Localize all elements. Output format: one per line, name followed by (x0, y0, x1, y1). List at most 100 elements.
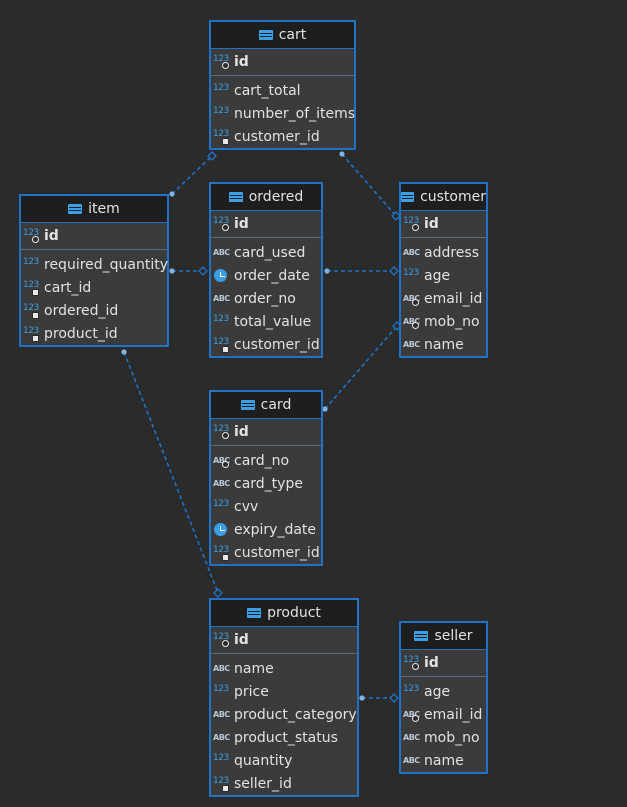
entity-header-customer[interactable]: customer (401, 184, 486, 211)
column-name: order_date (234, 267, 310, 284)
column-name: name (234, 660, 274, 677)
entity-header-ordered[interactable]: ordered (211, 184, 321, 211)
entity-seller[interactable]: seller id age email_id mob_noname (399, 621, 488, 774)
column-name: product_category (234, 706, 357, 723)
column-row[interactable]: required_quantity (21, 253, 169, 276)
column-name: expiry_date (234, 521, 317, 538)
column-name: order_no (234, 290, 296, 307)
column-list: card_nocard_typecvv expiry_date customer_i… (211, 446, 321, 564)
pk-column-row[interactable]: id (211, 419, 321, 446)
pk-column-row[interactable]: id (21, 223, 167, 250)
column-row[interactable]: order_no (211, 287, 321, 310)
column-name: cart_total (234, 82, 301, 99)
entity-title: card (260, 397, 292, 413)
column-row[interactable]: cart_total (211, 79, 354, 102)
numeric-type-icon (213, 753, 233, 769)
column-name: ordered_id (44, 302, 119, 319)
column-name: age (424, 683, 451, 700)
entity-customer[interactable]: customer id address age email_idmob_noname (399, 182, 488, 358)
relationship-end-diamond (389, 266, 399, 276)
pk-column-row[interactable]: id (401, 211, 486, 238)
entity-title: cart (278, 27, 307, 43)
unique-key-icon (403, 314, 423, 330)
column-row[interactable]: order_date (211, 264, 321, 287)
table-icon (401, 192, 415, 202)
column-name: mob_no (424, 729, 480, 746)
entity-title: ordered (248, 189, 304, 205)
entity-title: item (88, 201, 120, 217)
column-row[interactable]: customer_id (211, 125, 354, 148)
column-row[interactable]: email_id (401, 703, 486, 726)
column-row[interactable]: price (211, 680, 357, 703)
column-name: age (424, 267, 451, 284)
column-row[interactable]: seller_id (211, 772, 357, 795)
table-icon (228, 192, 243, 202)
column-name: required_quantity (44, 256, 169, 273)
entity-header-item[interactable]: item (21, 196, 167, 223)
entity-title: product (267, 605, 321, 621)
column-name: number_of_items (234, 105, 356, 122)
foreign-key-icon (213, 545, 233, 561)
numeric-type-icon (213, 684, 233, 700)
pk-column-row[interactable]: id (401, 650, 486, 677)
table-icon (247, 608, 262, 618)
column-row[interactable]: name (401, 749, 486, 772)
entity-product[interactable]: product id name price product_categoryprod… (209, 598, 359, 797)
relationship-line[interactable] (171, 155, 213, 195)
column-row[interactable]: age (401, 264, 486, 287)
foreign-key-icon (23, 303, 43, 319)
column-row[interactable]: product_id (21, 322, 167, 345)
text-type-icon (213, 245, 233, 261)
pk-column-row[interactable]: id (211, 211, 321, 238)
column-name: email_id (424, 706, 483, 723)
column-row[interactable]: cvv (211, 495, 321, 518)
column-row[interactable]: customer_id (211, 333, 321, 356)
column-row[interactable]: email_id (401, 287, 486, 310)
primary-key-icon (213, 632, 233, 648)
column-row[interactable]: product_category (211, 703, 357, 726)
entity-header-seller[interactable]: seller (401, 623, 486, 650)
entity-header-card[interactable]: card (211, 392, 321, 419)
column-row[interactable]: cart_id (21, 276, 167, 299)
text-type-icon (403, 753, 423, 769)
column-name: product_status (234, 729, 338, 746)
column-row[interactable]: total_value (211, 310, 321, 333)
pk-column-row[interactable]: id (211, 49, 354, 76)
pk-column-row[interactable]: id (211, 627, 357, 654)
column-row[interactable]: card_used (211, 241, 321, 264)
column-row[interactable]: address (401, 241, 486, 264)
column-name: price (234, 683, 269, 700)
entity-cart[interactable]: cart id cart_total number_of_itemscustome… (209, 20, 356, 150)
relationship-line[interactable] (123, 351, 219, 594)
column-name: name (424, 336, 464, 353)
column-row[interactable]: name (211, 657, 357, 680)
table-icon (414, 631, 429, 641)
column-row[interactable]: customer_id (211, 541, 321, 564)
foreign-key-icon (23, 280, 43, 296)
entity-ordered[interactable]: ordered id card_used order_date order_noto… (209, 182, 323, 358)
column-row[interactable]: card_no (211, 449, 321, 472)
pk-column-name: id (234, 216, 249, 232)
column-row[interactable]: ordered_id (21, 299, 167, 322)
entity-header-product[interactable]: product (211, 600, 357, 627)
column-row[interactable]: mob_no (401, 310, 486, 333)
column-row[interactable]: quantity (211, 749, 357, 772)
entity-card[interactable]: card id card_nocard_typecvv expiry_datecu… (209, 390, 323, 566)
column-row[interactable]: card_type (211, 472, 321, 495)
column-name: quantity (234, 752, 293, 769)
column-row[interactable]: product_status (211, 726, 357, 749)
column-name: address (424, 244, 480, 261)
column-row[interactable]: age (401, 680, 486, 703)
relationship-line[interactable] (341, 153, 397, 217)
column-row[interactable]: number_of_items (211, 102, 356, 125)
column-row[interactable]: name (401, 333, 486, 356)
relationship-line[interactable] (324, 325, 398, 410)
column-row[interactable]: expiry_date (211, 518, 321, 541)
column-name: seller_id (234, 775, 292, 792)
column-row[interactable]: mob_no (401, 726, 486, 749)
entity-item[interactable]: item id required_quantity cart_id ordered_… (19, 194, 169, 347)
pk-column-name: id (234, 424, 249, 440)
column-name: card_used (234, 244, 306, 261)
entity-header-cart[interactable]: cart (211, 22, 354, 49)
numeric-type-icon (23, 257, 43, 273)
